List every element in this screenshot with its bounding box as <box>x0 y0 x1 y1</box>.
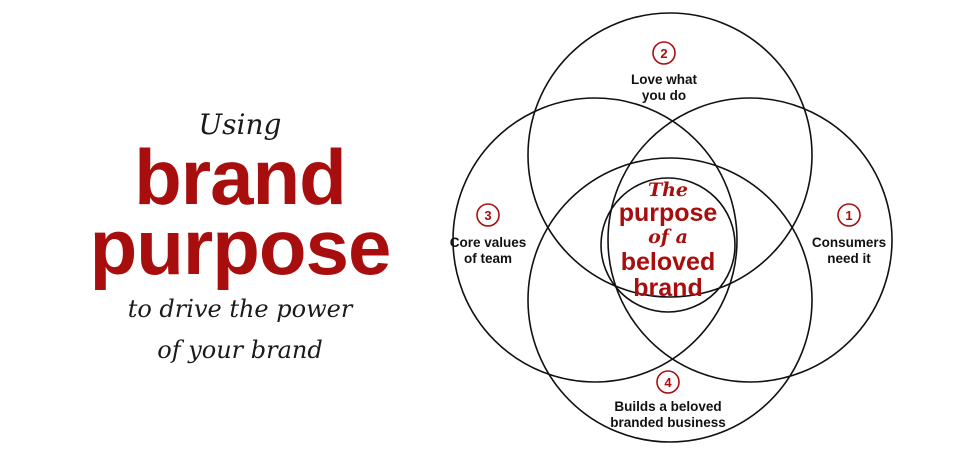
circle-builds-business <box>527 157 813 443</box>
center-brand: brand <box>633 274 702 302</box>
label-branded-business: branded business <box>610 415 726 430</box>
circle-consumers-need-it <box>607 97 893 383</box>
center-circle <box>600 177 736 313</box>
title-purpose: purpose <box>89 203 392 291</box>
badge-1: 1 <box>837 203 861 227</box>
label-of-team: of team <box>464 251 512 266</box>
center-beloved: beloved <box>621 248 715 276</box>
title-using: Using <box>198 108 282 141</box>
circle-core-values <box>452 97 738 383</box>
subtitle-line1: to drive the power <box>127 295 353 323</box>
badge-4: 4 <box>656 370 680 394</box>
label-builds-beloved: Builds a beloved <box>614 399 721 414</box>
subtitle-line2: of your brand <box>157 336 323 364</box>
label-consumers: Consumers <box>812 235 886 250</box>
label-you-do: you do <box>642 88 686 103</box>
badge-3: 3 <box>476 203 500 227</box>
label-core-values: Core values <box>450 235 527 250</box>
svg-text:3: 3 <box>484 208 491 223</box>
svg-text:4: 4 <box>664 375 672 390</box>
badge-2: 2 <box>652 41 676 65</box>
label-need-it: need it <box>827 251 871 266</box>
center-purpose: purpose <box>619 199 718 227</box>
center-of-a: of a <box>648 226 688 248</box>
label-love-what: Love what <box>631 72 698 87</box>
svg-text:1: 1 <box>845 208 852 223</box>
title-block: Using brand purpose to drive the power o… <box>55 108 425 364</box>
center-the: The <box>648 179 688 201</box>
title-brand: brand <box>134 133 347 221</box>
svg-text:2: 2 <box>660 46 667 61</box>
circle-love-what-you-do <box>527 12 813 298</box>
